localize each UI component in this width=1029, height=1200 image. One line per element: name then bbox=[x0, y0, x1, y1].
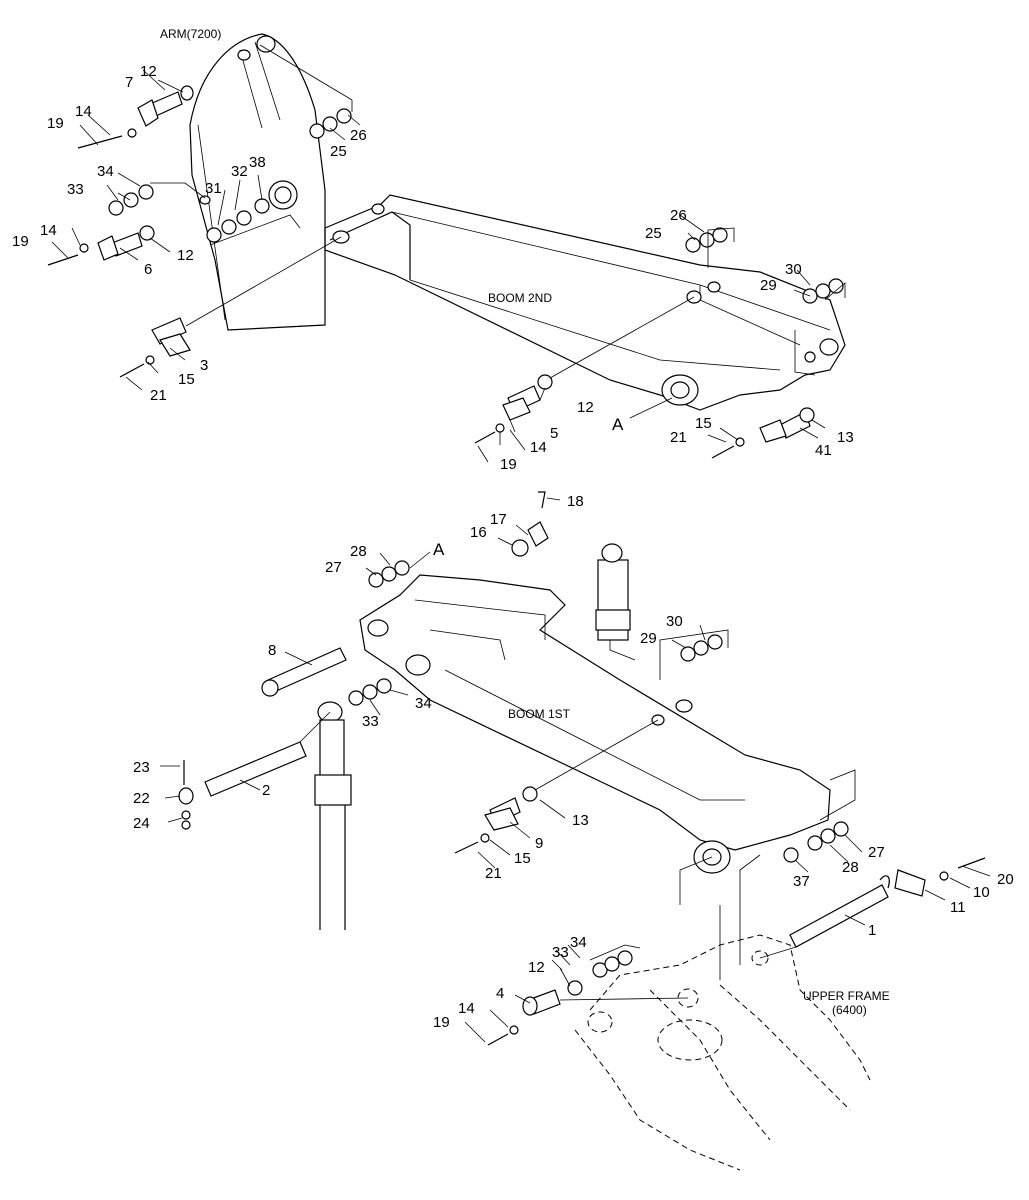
callout-4: 4 bbox=[496, 985, 504, 1002]
callout-31: 31 bbox=[205, 180, 222, 197]
callout-27: 27 bbox=[868, 844, 885, 861]
callout-33: 33 bbox=[552, 944, 569, 961]
callout-14: 14 bbox=[75, 103, 92, 120]
callout-26: 26 bbox=[670, 207, 687, 224]
callout-2: 2 bbox=[262, 782, 270, 799]
parts-group bbox=[47, 44, 986, 1046]
callout-9: 9 bbox=[535, 835, 543, 852]
callout-14: 14 bbox=[530, 439, 547, 456]
callout-38: 38 bbox=[249, 154, 266, 171]
callout-12: 12 bbox=[577, 399, 594, 416]
callout-21: 21 bbox=[150, 387, 167, 404]
arm-label: ARM(7200) bbox=[160, 27, 221, 41]
callout-30: 30 bbox=[666, 613, 683, 630]
callout-11: 11 bbox=[950, 899, 966, 916]
callout-1: 1 bbox=[868, 922, 876, 939]
boom-1st-body bbox=[314, 543, 831, 930]
ref-a-bottom: A bbox=[433, 540, 445, 559]
callout-26: 26 bbox=[350, 127, 367, 144]
callout-34: 34 bbox=[415, 695, 432, 712]
callout-8: 8 bbox=[268, 642, 276, 659]
callout-33: 33 bbox=[362, 713, 379, 730]
upper-frame-code: (6400) bbox=[832, 1003, 867, 1017]
callout-13: 13 bbox=[572, 812, 589, 829]
callout-numbers: 7 12 14 19 26 25 34 33 31 32 38 14 19 6 … bbox=[12, 63, 1014, 1031]
callout-37: 37 bbox=[793, 873, 810, 890]
arm-body bbox=[189, 33, 326, 331]
callout-25: 25 bbox=[645, 225, 662, 242]
callout-20: 20 bbox=[997, 871, 1014, 888]
callout-22: 22 bbox=[133, 790, 150, 807]
callout-28: 28 bbox=[350, 543, 367, 560]
callout-6: 6 bbox=[144, 261, 152, 278]
callout-34: 34 bbox=[97, 163, 114, 180]
upper-frame-outline bbox=[574, 934, 871, 1171]
callout-29: 29 bbox=[640, 630, 657, 647]
callout-14: 14 bbox=[458, 1000, 475, 1017]
callout-15: 15 bbox=[178, 371, 195, 388]
callout-17: 17 bbox=[490, 511, 507, 528]
callout-13: 13 bbox=[837, 429, 854, 446]
callout-19: 19 bbox=[47, 115, 64, 132]
callout-30: 30 bbox=[785, 261, 802, 278]
callout-19: 19 bbox=[433, 1014, 450, 1031]
boom-2nd-label: BOOM 2ND bbox=[488, 291, 552, 305]
boom-1st-label: BOOM 1ST bbox=[508, 707, 571, 721]
callout-28: 28 bbox=[842, 859, 859, 876]
leader-lines bbox=[51, 69, 991, 1043]
callout-12: 12 bbox=[528, 959, 545, 976]
callout-29: 29 bbox=[760, 277, 777, 294]
upper-frame-label: UPPER FRAME bbox=[803, 989, 890, 1003]
callout-27: 27 bbox=[325, 559, 342, 576]
callout-24: 24 bbox=[133, 815, 150, 832]
callout-7: 7 bbox=[125, 74, 133, 91]
callout-41: 41 bbox=[815, 442, 832, 459]
callout-5: 5 bbox=[550, 425, 558, 442]
callout-18: 18 bbox=[567, 493, 584, 510]
callout-19: 19 bbox=[12, 233, 29, 250]
callout-3: 3 bbox=[200, 357, 208, 374]
callout-33: 33 bbox=[67, 181, 84, 198]
callout-21: 21 bbox=[670, 429, 687, 446]
callout-10: 10 bbox=[973, 884, 990, 901]
callout-12: 12 bbox=[140, 63, 157, 80]
boom-2nd-body bbox=[324, 194, 846, 411]
callout-16: 16 bbox=[470, 524, 487, 541]
callout-15: 15 bbox=[514, 850, 531, 867]
callout-14: 14 bbox=[40, 222, 57, 239]
callout-25: 25 bbox=[330, 143, 347, 160]
callout-21: 21 bbox=[485, 865, 502, 882]
callout-15: 15 bbox=[695, 415, 712, 432]
callout-32: 32 bbox=[231, 163, 248, 180]
ref-a-top: A bbox=[612, 415, 624, 434]
callout-12: 12 bbox=[177, 247, 194, 264]
callout-34: 34 bbox=[570, 934, 587, 951]
callout-23: 23 bbox=[133, 759, 150, 776]
callout-19: 19 bbox=[500, 456, 517, 473]
